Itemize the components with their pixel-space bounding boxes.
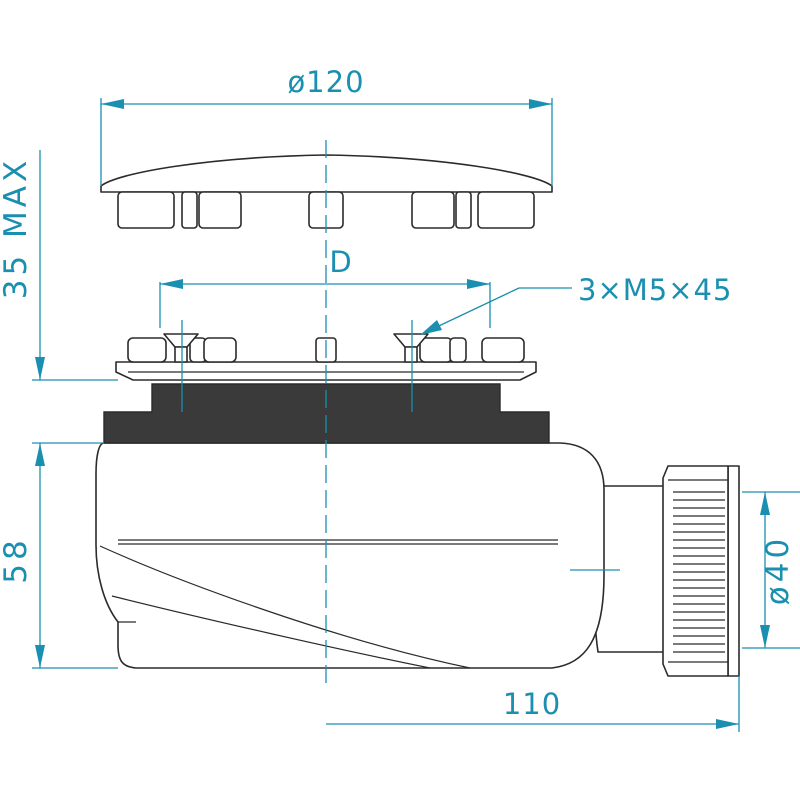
cover-leg [477, 191, 535, 229]
nut-knurling [673, 491, 725, 653]
dim-bolt-circle [159, 279, 491, 328]
dim-height-top [32, 150, 118, 381]
label-cover-diameter: ø120 [287, 65, 364, 99]
nut-body [662, 465, 729, 677]
flange-tab [481, 337, 525, 363]
dim-height-body [32, 442, 118, 669]
drain-body [95, 333, 740, 677]
nut-flange [727, 465, 740, 677]
label-outlet-diameter: ø40 [760, 535, 796, 605]
label-bolt-circle: D [329, 245, 352, 279]
cover-legs [117, 191, 535, 229]
cover-leg [455, 191, 472, 229]
screw-right [393, 333, 429, 363]
dimension-lines [32, 98, 800, 732]
flange-tabs [127, 337, 525, 363]
housing-contour [111, 595, 431, 669]
cover-leg [411, 191, 455, 229]
cover-leg [198, 191, 242, 229]
flange-tab [419, 337, 453, 363]
dim-cover-diameter [100, 98, 553, 186]
dim-screw-leader [420, 287, 572, 335]
label-height-body: 58 [0, 536, 34, 583]
dim-outlet-diameter [570, 491, 800, 649]
outlet-nut [662, 465, 740, 677]
label-outlet-length: 110 [503, 687, 561, 721]
gasket [103, 383, 550, 444]
flange-tab [203, 337, 237, 363]
dimension-labels: ø120 D 3×M5×45 35 MAX 58 110 ø40 [0, 65, 796, 721]
dim-outlet-length [326, 676, 740, 732]
label-height-top: 35 MAX [0, 157, 34, 300]
screw-left [163, 333, 199, 363]
housing-contour [99, 545, 471, 669]
flange-tab [449, 337, 467, 363]
drain-housing [95, 442, 605, 669]
flange-tab [127, 337, 167, 363]
label-screws: 3×M5×45 [578, 273, 732, 307]
cover-leg [181, 191, 198, 229]
cover-leg [117, 191, 175, 229]
outlet-tube [592, 485, 673, 653]
